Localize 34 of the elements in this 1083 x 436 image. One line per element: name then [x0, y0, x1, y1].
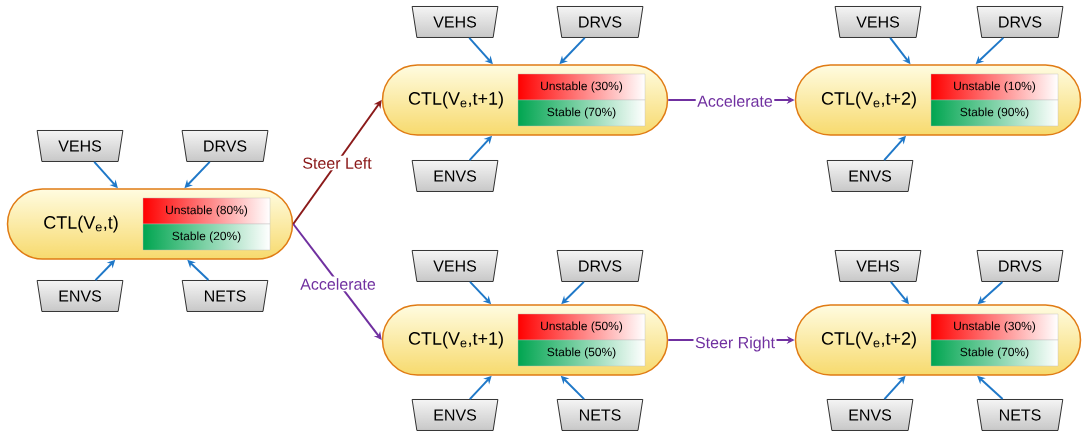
probability-cell: Unstable (10%): [930, 73, 1059, 101]
input-trapezoid: VEHS: [411, 250, 499, 282]
input-trapezoid: VEHS: [834, 250, 922, 282]
probability-cell: Stable (70%): [517, 99, 646, 127]
probability-cell: Stable (50%): [517, 339, 646, 367]
edge-label: Steer Right: [693, 335, 777, 353]
input-trapezoid: VEHS: [411, 6, 499, 38]
input-trapezoid: ENVS: [36, 280, 124, 312]
arrow: [292, 100, 382, 225]
input-trapezoid: DRVS: [976, 250, 1064, 282]
probability-cell: Unstable (50%): [517, 313, 646, 341]
input-trapezoid: NETS: [181, 280, 269, 312]
edge-label: Accelerate: [695, 93, 775, 109]
probability-cell: Stable (20%): [142, 223, 271, 251]
input-trapezoid: NETS: [556, 399, 644, 431]
input-trapezoid: VEHS: [36, 130, 124, 162]
edge-label: Steer Left: [300, 155, 374, 171]
probability-cell: Stable (90%): [930, 99, 1059, 127]
input-trapezoid: ENVS: [411, 399, 499, 431]
probability-cell: Unstable (30%): [517, 73, 646, 101]
input-trapezoid: DRVS: [556, 6, 644, 38]
input-trapezoid: DRVS: [556, 250, 644, 282]
arrow: [292, 223, 382, 340]
input-trapezoid: DRVS: [181, 130, 269, 162]
input-trapezoid: ENVS: [826, 160, 914, 192]
input-trapezoid: DRVS: [976, 6, 1064, 38]
edge-label: Accelerate: [298, 276, 378, 292]
input-trapezoid: VEHS: [834, 6, 922, 38]
input-trapezoid: NETS: [976, 399, 1064, 431]
probability-cell: Unstable (30%): [930, 313, 1059, 341]
probability-cell: Unstable (80%): [142, 197, 271, 225]
probability-cell: Stable (70%): [930, 339, 1059, 367]
input-trapezoid: ENVS: [411, 160, 499, 192]
input-trapezoid: ENVS: [826, 399, 914, 431]
